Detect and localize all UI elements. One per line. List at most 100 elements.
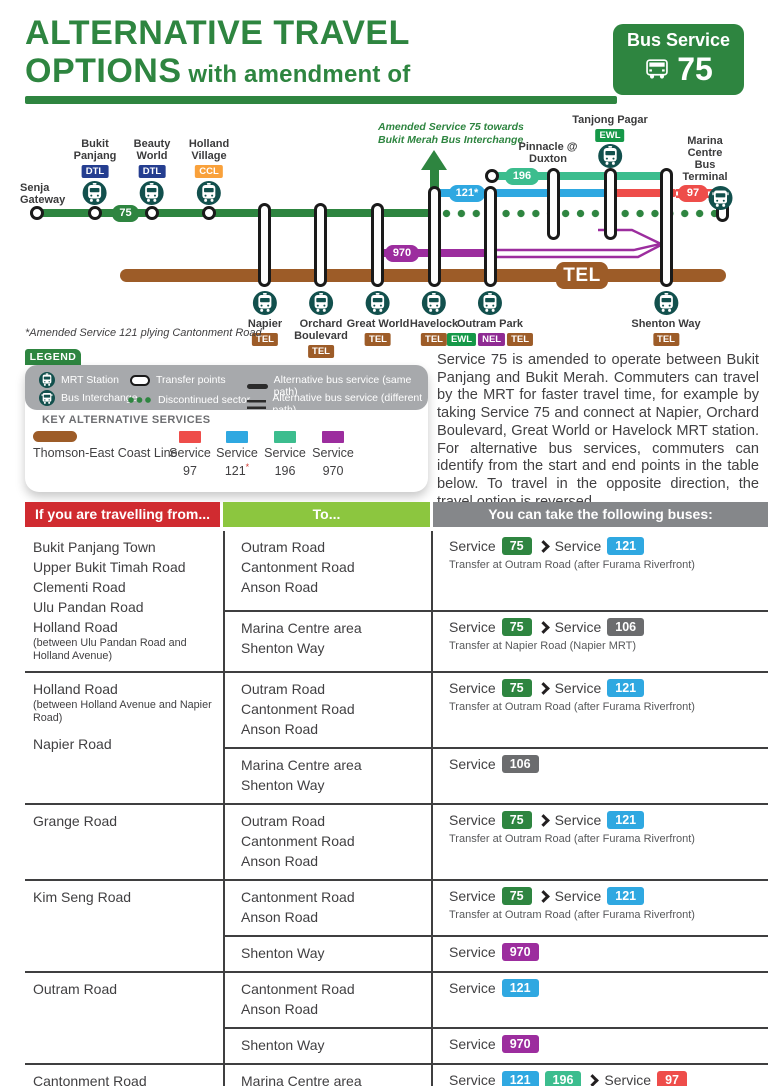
train-icon bbox=[598, 144, 622, 168]
station-havelock: Havelock TEL bbox=[410, 291, 458, 346]
transfer-point-napier bbox=[258, 203, 271, 287]
from-cell: Grange Road bbox=[33, 813, 118, 829]
service-75-badge: 75 bbox=[501, 618, 532, 636]
service-121-badge: 121 bbox=[501, 979, 539, 997]
stop-bukit-panjang bbox=[88, 206, 102, 220]
table-group: Grange Road Outram Road Cantonment Road … bbox=[25, 803, 768, 879]
service-196-swatch bbox=[274, 431, 296, 443]
station-shenton-way: Shenton Way TEL bbox=[631, 291, 701, 346]
line-badge-tel: TEL bbox=[507, 333, 534, 346]
line-badge-tel: TEL bbox=[421, 333, 447, 346]
station-label: Bukit Panjang bbox=[73, 138, 117, 162]
stop-beauty-world bbox=[145, 206, 159, 220]
station-label: Napier bbox=[247, 318, 283, 330]
chevron-right-icon bbox=[536, 539, 550, 553]
station-bukit-panjang: Bukit Panjang DTL bbox=[73, 138, 117, 205]
service-970-badge: 970 bbox=[501, 1035, 539, 1053]
map-footnote: *Amended Service 121 plying Cantonment R… bbox=[25, 327, 262, 339]
route-75-badge: 75 bbox=[112, 205, 139, 222]
service-121-badge: 121 bbox=[607, 811, 645, 829]
line-badge-nel: NEL bbox=[478, 333, 506, 346]
from-note: (between Holland Avenue and Napier Road) bbox=[33, 699, 212, 724]
service-970-swatch bbox=[322, 431, 344, 443]
to-cell: Marina Centre area Shenton Way bbox=[223, 747, 431, 803]
line-badge-dtl: DTL bbox=[138, 165, 166, 178]
to-cell: Outram Road Cantonment Road Anson Road bbox=[223, 673, 431, 747]
legend-same-path: Alternative bus service (same path) bbox=[273, 374, 412, 398]
transfer-point-tanjong-pagar bbox=[604, 168, 617, 240]
from-cell: Bukit Panjang Town Upper Bukit Timah Roa… bbox=[25, 531, 223, 671]
to-cell: Cantonment Road Anson Road bbox=[223, 973, 431, 1027]
table-group: Holland Road (between Holland Avenue and… bbox=[25, 671, 768, 803]
chevron-right-icon bbox=[586, 1073, 600, 1086]
amended-service-note: Amended Service 75 towards Bukit Merah B… bbox=[378, 121, 524, 146]
station-label: Great World bbox=[346, 318, 410, 330]
legend-bus-interchange: Bus Interchange bbox=[61, 392, 138, 404]
service-196-badge: 196 bbox=[505, 168, 539, 185]
buses-cell: Service 970 bbox=[431, 935, 768, 971]
travel-options-table: Bukit Panjang Town Upper Bukit Timah Roa… bbox=[25, 531, 768, 1086]
stop-senja-gateway bbox=[30, 206, 44, 220]
thomson-east-coast-line bbox=[120, 269, 726, 282]
stop-holland-village bbox=[202, 206, 216, 220]
table-group: Kim Seng Road Cantonment Road Anson Road… bbox=[25, 879, 768, 971]
service-75-badge: 75 bbox=[501, 537, 532, 555]
different-path-line-icon bbox=[247, 399, 267, 409]
title-suffix: with amendment of bbox=[181, 61, 411, 88]
station-tanjong-pagar: Tanjong Pagar EWL bbox=[572, 114, 648, 168]
buses-cell: Service 121 bbox=[431, 973, 768, 1027]
chevron-right-icon bbox=[536, 813, 550, 827]
transfer-point-pinnacle bbox=[547, 168, 560, 240]
transfer-point-icon bbox=[130, 374, 150, 386]
description-paragraph: Service 75 is amended to operate between… bbox=[437, 352, 759, 510]
service-75-badge: 75 bbox=[501, 887, 532, 905]
line-badge-tel: TEL bbox=[365, 333, 391, 346]
to-cell: Shenton Way bbox=[223, 1027, 431, 1063]
to-cell: Outram Road Cantonment Road Anson Road bbox=[223, 531, 431, 610]
bus-front-icon bbox=[644, 58, 670, 80]
line-badge-dtl: DTL bbox=[81, 165, 109, 178]
buses-cell: Service 75 Service 121 Transfer at Outra… bbox=[431, 805, 768, 879]
line-badge-tel: TEL bbox=[308, 345, 334, 358]
service-97-line bbox=[612, 189, 676, 197]
station-orchard-boulevard: Orchard Boulevard TEL bbox=[294, 291, 348, 358]
station-holland-village: Holland Village CCL bbox=[189, 138, 229, 205]
bus-icon bbox=[708, 186, 732, 210]
transfer-note: Transfer at Outram Road (after Furama Ri… bbox=[449, 833, 695, 845]
station-label: Orchard Boulevard bbox=[294, 318, 348, 342]
buses-cell: Service 106 bbox=[431, 747, 768, 803]
service-121-badge: 121 bbox=[501, 1071, 539, 1086]
chevron-right-icon bbox=[536, 889, 550, 903]
title-line1: ALTERNATIVE TRAVEL bbox=[25, 14, 410, 52]
title-line2: OPTIONS with amendment of bbox=[25, 52, 410, 94]
service-106-badge: 106 bbox=[501, 755, 539, 773]
transfer-point-orchard-boulevard bbox=[314, 203, 327, 287]
same-path-line-icon bbox=[247, 383, 268, 389]
service-196-start-point bbox=[485, 169, 499, 183]
train-icon bbox=[197, 181, 221, 205]
train-icon bbox=[478, 291, 502, 315]
train-icon bbox=[39, 372, 55, 388]
table-group: Bukit Panjang Town Upper Bukit Timah Roa… bbox=[25, 531, 768, 671]
legend-transfer-points: Transfer points bbox=[156, 374, 226, 386]
service-121-badge: 121 bbox=[607, 887, 645, 905]
legend-mrt-station: MRT Station bbox=[61, 374, 119, 386]
service-75-badge: 75 bbox=[501, 811, 532, 829]
transfer-point-shenton-way bbox=[660, 168, 673, 287]
buses-cell: Service 970 bbox=[431, 1027, 768, 1063]
transfer-note: Transfer at Outram Road (after Furama Ri… bbox=[449, 909, 695, 921]
title-options: OPTIONS bbox=[25, 52, 182, 90]
train-icon bbox=[653, 291, 678, 315]
station-label: Marina Centre Bus Terminal bbox=[682, 135, 728, 183]
service-97-swatch bbox=[179, 431, 201, 443]
buses-cell: Service 75 Service 121 Transfer at Outra… bbox=[431, 531, 768, 610]
service-196-badge: 196 bbox=[544, 1071, 582, 1086]
train-icon bbox=[82, 181, 107, 205]
column-header-from: If you are travelling from... bbox=[25, 502, 220, 527]
buses-cell: Service 75 Service 121 Transfer at Outra… bbox=[431, 673, 768, 747]
transfer-point-great-world bbox=[371, 203, 384, 287]
station-marina-centre: Marina Centre Bus Terminal bbox=[674, 135, 737, 210]
